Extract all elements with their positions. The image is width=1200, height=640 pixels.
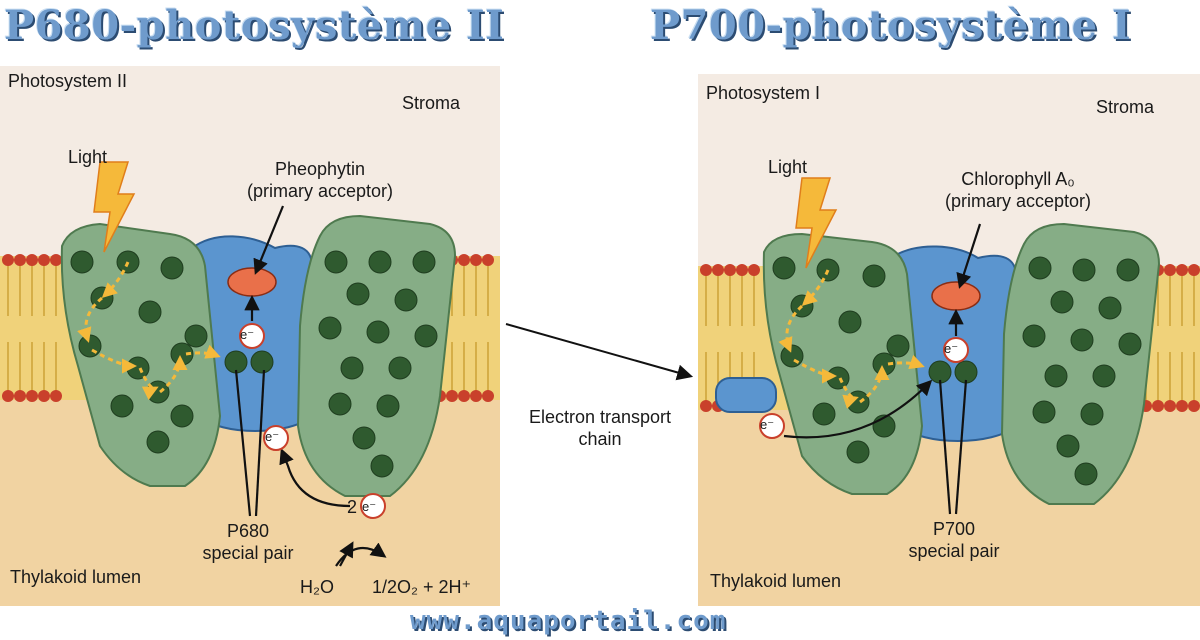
title-left: P680-photosystème II [4, 2, 505, 49]
special-pair-caption: special pair [202, 543, 294, 563]
special-pair-name: P680 [226, 521, 270, 541]
pheophytin-acceptor [227, 267, 277, 297]
antenna-complex-right [1000, 222, 1161, 505]
title-right: P700-photosystème I [650, 2, 1132, 49]
electron-icon [759, 337, 969, 439]
stroma-label: Stroma [402, 93, 461, 113]
chlorophyll-pointer [956, 223, 982, 289]
p700-pointer-a [938, 379, 952, 515]
p700-special-pair-pigments [928, 360, 978, 384]
electron-icon [239, 323, 386, 519]
acceptor-name: Pheophytin [274, 159, 366, 179]
excitation-transfer-arrows [77, 261, 221, 401]
products-label: 1/2O₂ + 2H⁺ [372, 577, 472, 597]
pheophytin-pointer [253, 205, 285, 275]
chlorophyll-a0-acceptor [931, 281, 981, 311]
electron-label: e⁻ [362, 499, 377, 514]
water-to-electrons-arrow [339, 541, 354, 567]
electron-carrier-protein [715, 377, 777, 413]
photosystem-ii-label: Photosystem II [8, 71, 128, 91]
photosystem-i-panel: Photosystem I Stroma Light Chlorophyll A… [698, 74, 1200, 606]
incoming-electron-path [783, 379, 933, 439]
special-pair-name: P700 [932, 519, 976, 539]
p680-label: P680 special pair [178, 520, 318, 564]
light-label: Light [68, 147, 108, 167]
p700-label: P700 special pair [884, 518, 1024, 562]
photosystem-i-label: Photosystem I [706, 83, 821, 103]
antenna-complex-right [296, 214, 457, 497]
electron-label: e⁻ [240, 327, 255, 342]
light-bolt-icon [93, 161, 136, 253]
electron-label: e⁻ [944, 341, 959, 356]
two-electrons-coef: 2 [347, 497, 358, 517]
special-pair-caption: special pair [908, 541, 1000, 561]
water-electron-path [279, 448, 351, 508]
electron-label: e⁻ [760, 417, 775, 432]
acceptor-name: Chlorophyll A₀ [961, 169, 1075, 189]
electron-label: e⁻ [265, 429, 280, 444]
photosystem-ii-diagram [0, 66, 500, 606]
watermark-url: www.aquaportail.com [410, 606, 727, 636]
light-label: Light [768, 157, 808, 177]
light-bolt-icon [795, 177, 838, 269]
etc-line-2: chain [578, 429, 622, 449]
photosystem-ii-panel: Photosystem II Stroma Light Pheophytin (… [0, 66, 500, 606]
acceptor-role: (primary acceptor) [246, 181, 394, 201]
excitation-transfer-arrows [778, 269, 925, 409]
photosystem-i-diagram [698, 74, 1200, 606]
acceptor-role: (primary acceptor) [944, 191, 1092, 211]
chlorophyll-a0-label: Chlorophyll A₀ (primary acceptor) [918, 168, 1118, 212]
thylakoid-lumen-label: Thylakoid lumen [710, 571, 842, 591]
etc-arrow [505, 323, 694, 381]
water-label: H₂O [300, 577, 334, 597]
thylakoid-lumen-label: Thylakoid lumen [10, 567, 142, 587]
p680-pointer-a [234, 369, 252, 517]
water-splitting-arrow [335, 542, 387, 567]
p700-pointer-b [954, 379, 968, 515]
etc-line-1: Electron transport [528, 407, 672, 427]
electron-transport-chain-label: Electron transport chain [503, 406, 697, 450]
stroma-label: Stroma [1096, 97, 1155, 117]
p680-pointer-b [254, 369, 266, 517]
pheophytin-label: Pheophytin (primary acceptor) [210, 158, 430, 202]
p680-special-pair-pigments [224, 350, 274, 374]
